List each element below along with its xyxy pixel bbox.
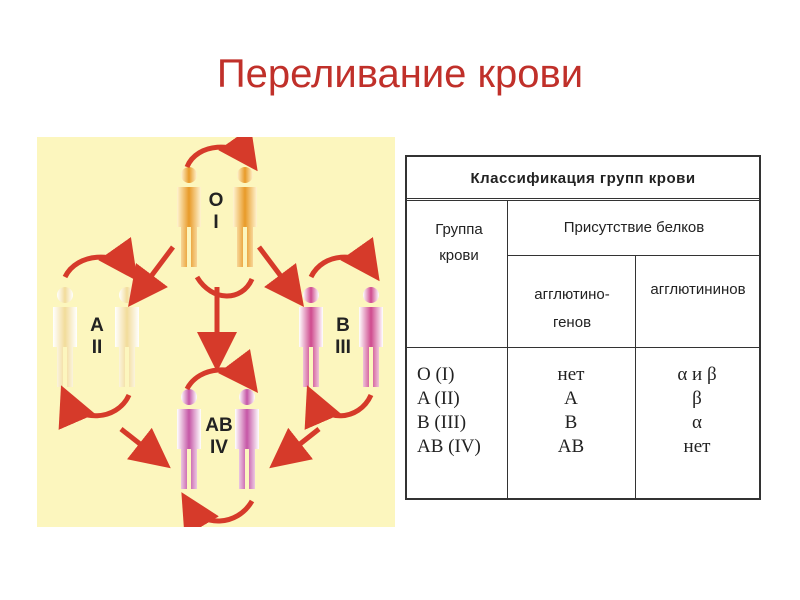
figure-pair-b <box>299 287 383 387</box>
header-agglutinogens: агглютино- генов <box>534 286 610 331</box>
table-row-agglutinin: β <box>692 388 702 409</box>
group-roman: II <box>91 337 103 358</box>
table-divider <box>507 201 508 498</box>
arrow-o-to-a <box>128 245 175 307</box>
table-row-group: AB (IV) <box>417 436 481 457</box>
loop-o-bottom <box>194 275 255 299</box>
group-column: O (I) A (II) B (III) AB (IV) <box>417 363 507 459</box>
table-row-agglutinogen: нет <box>557 364 585 385</box>
group-letter: AB <box>205 415 233 436</box>
loop-a-top <box>62 237 138 282</box>
table-row-group: B (III) <box>417 412 467 433</box>
arrow-a-to-ab <box>119 427 171 469</box>
group-roman: III <box>335 337 351 358</box>
compatibility-arrows <box>58 137 380 527</box>
group-letter: O <box>208 190 224 211</box>
table-divider <box>407 347 759 348</box>
table-divider <box>635 255 636 498</box>
group-letter: A <box>90 315 104 336</box>
arrow-b-to-ab <box>269 427 321 469</box>
loop-ab-bottom <box>181 492 255 527</box>
table-divider <box>507 255 759 256</box>
group-label-b: B III <box>327 315 359 359</box>
group-letter: B <box>336 315 350 336</box>
loop-a-bottom <box>58 385 132 430</box>
figure-pair-o <box>177 167 257 267</box>
blood-group-table: Классификация групп крови Группа крови П… <box>405 155 761 500</box>
figure-pair-ab <box>177 389 259 489</box>
agglutinins-column: α и β β α нет <box>635 363 759 459</box>
table-row-agglutinin: α и β <box>677 364 717 385</box>
loop-o-top <box>184 137 258 172</box>
group-label-a: A II <box>81 315 113 359</box>
header-group: Группа крови <box>435 221 483 264</box>
table-row-agglutinin: α <box>692 412 702 433</box>
group-roman: I <box>213 212 219 233</box>
header-agglutinins: агглютининов <box>650 281 746 298</box>
group-roman: IV <box>210 437 228 458</box>
group-label-o: O I <box>202 190 230 234</box>
table-row-group: O (I) <box>417 364 455 385</box>
diagram-canvas <box>37 137 395 527</box>
agglutinogens-column: нет A B AB <box>507 363 635 459</box>
loop-b-bottom <box>304 385 374 430</box>
table-row-group: A (II) <box>417 388 460 409</box>
loop-b-top <box>308 237 380 282</box>
arrow-o-to-b <box>257 245 304 307</box>
table-row-agglutinogen: B <box>564 412 578 433</box>
table-row-agglutinogen: A <box>564 388 578 409</box>
group-label-ab: AB IV <box>201 415 237 459</box>
table-title: Классификация групп крови <box>407 157 759 201</box>
transfusion-diagram: O I A II B III AB IV <box>37 137 395 527</box>
table-row-agglutinogen: AB <box>557 436 585 457</box>
page-title: Переливание крови <box>216 52 584 96</box>
table-row-agglutinin: нет <box>683 436 711 457</box>
header-proteins: Присутствие белков <box>563 219 705 236</box>
